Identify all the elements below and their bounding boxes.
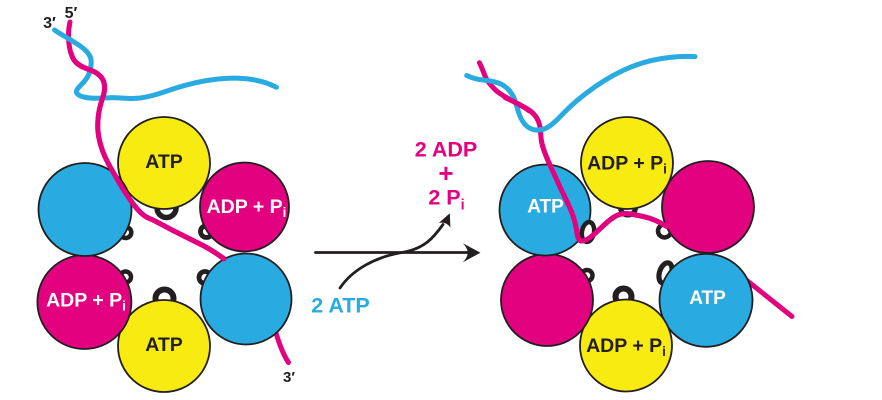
svg-text:2 Pi: 2 Pi bbox=[428, 186, 464, 214]
svg-text:ADP + Pi: ADP + Pi bbox=[207, 196, 287, 220]
svg-text:ATP: ATP bbox=[145, 151, 183, 173]
svg-text:ADP + Pi: ADP + Pi bbox=[586, 335, 666, 359]
svg-text:2 ATP: 2 ATP bbox=[311, 294, 370, 318]
svg-text:2 ADP: 2 ADP bbox=[415, 138, 478, 162]
svg-text:5′: 5′ bbox=[65, 5, 78, 22]
svg-text:ADP + Pi: ADP + Pi bbox=[46, 290, 126, 314]
svg-text:+: + bbox=[438, 158, 453, 188]
svg-text:3′: 3′ bbox=[283, 369, 295, 386]
svg-text:ATP: ATP bbox=[527, 197, 564, 218]
svg-text:ATP: ATP bbox=[689, 288, 726, 309]
svg-text:ATP: ATP bbox=[145, 334, 183, 356]
svg-text:3′: 3′ bbox=[43, 15, 56, 32]
svg-text:ADP + Pi: ADP + Pi bbox=[587, 153, 667, 177]
